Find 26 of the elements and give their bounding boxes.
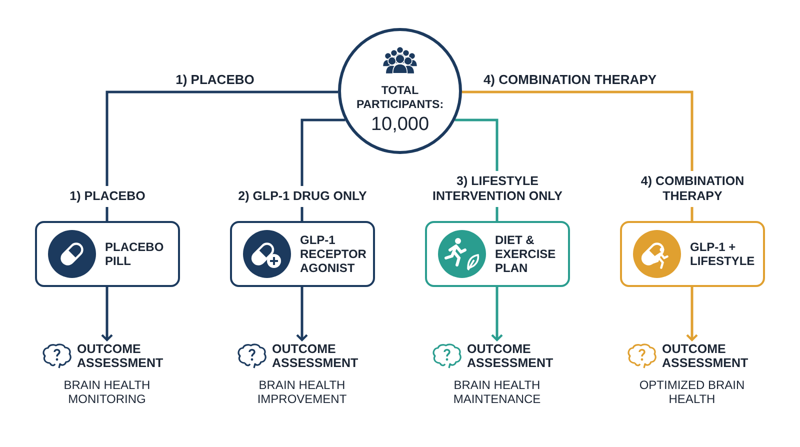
arrow [686, 287, 698, 342]
arm-box [35, 221, 180, 287]
outcome-title: OUTCOME ASSESSMENT [77, 342, 164, 370]
arrow [296, 287, 308, 342]
outcome-title: OUTCOME ASSESSMENT [272, 342, 360, 370]
arm-label: GLP-1 + LIFESTYLE [690, 240, 756, 268]
outcome-description: BRAIN HEALTH IMPROVEMENT [256, 378, 348, 406]
edge-label: 1) PLACEBO [176, 72, 254, 87]
arrow [100, 287, 114, 342]
arm-box [230, 221, 375, 287]
arm-box [620, 221, 765, 287]
outcome-description: OPTIMIZED BRAIN HEALTH [639, 378, 745, 406]
arm-label: DIET & EXERCISE PLAN [495, 233, 557, 275]
arm-label: PLACEBO PILL [105, 240, 165, 268]
arm-label: GLP-1 RECEPTOR AGONIST [300, 233, 368, 275]
outcome-title: OUTCOME ASSESSMENT [467, 342, 554, 370]
participant-count: 10,000 [370, 114, 430, 136]
connector-line [106, 90, 338, 221]
outcome-description: BRAIN HEALTH MAINTENANCE [452, 378, 542, 406]
connector-line [462, 90, 694, 221]
node-label: TOTAL PARTICIPANTS: [355, 84, 445, 112]
arrow [490, 287, 504, 342]
edge-label: 4) COMBINATION THERAPY [483, 72, 657, 87]
arm-box [425, 221, 570, 287]
outcome-description: BRAIN HEALTH MONITORING [62, 378, 152, 406]
outcome-title: OUTCOME ASSESSMENT [662, 342, 750, 370]
